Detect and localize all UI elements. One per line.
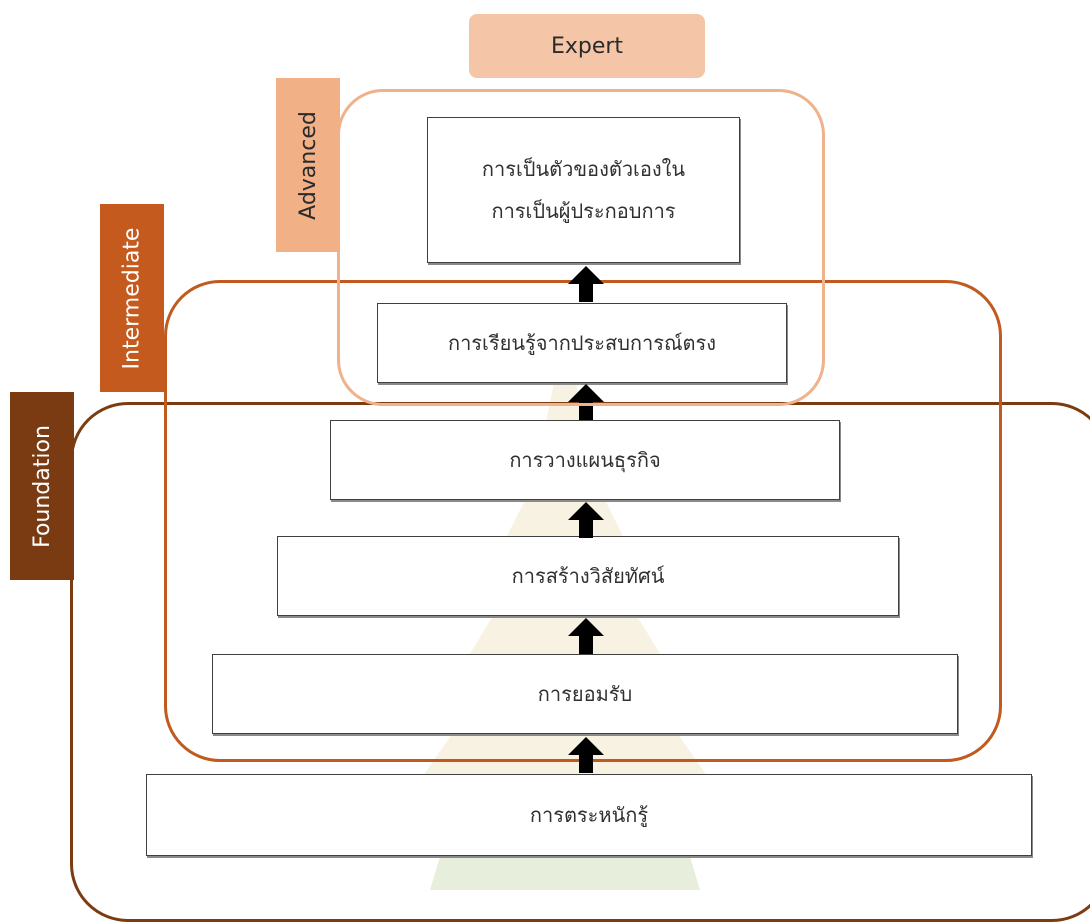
- step-experience-text: การเรียนรู้จากประสบการณ์ตรง: [447, 331, 717, 355]
- level-label-foundation-text: Foundation: [29, 424, 55, 548]
- level-label-expert: Expert: [469, 14, 705, 78]
- step-awareness-box: การตระหนักรู้: [146, 774, 1032, 856]
- step-planning-text: การวางแผนธุรกิจ: [509, 448, 661, 472]
- step-vision-box: การสร้างวิสัยทัศน์: [277, 536, 899, 616]
- step-self-reliance-box: การเป็นตัวของตัวเองใน การเป็นผู้ประกอบกา…: [427, 117, 740, 263]
- step-vision-text: การสร้างวิสัยทัศน์: [511, 564, 665, 588]
- arrow-up-icon: [566, 616, 606, 656]
- step-acceptance-box: การยอมรับ: [212, 654, 958, 734]
- arrow-up-icon: [566, 735, 606, 775]
- step-experience-box: การเรียนรู้จากประสบการณ์ตรง: [377, 303, 787, 383]
- step-awareness-text: การตระหนักรู้: [529, 803, 649, 827]
- level-label-advanced: Advanced: [276, 78, 340, 252]
- step-planning-box: การวางแผนธุรกิจ: [330, 420, 840, 500]
- advanced-frame: [337, 89, 825, 406]
- level-label-expert-text: Expert: [550, 33, 624, 59]
- arrow-up-icon: [566, 382, 606, 422]
- level-label-intermediate-text: Intermediate: [119, 227, 145, 369]
- level-label-intermediate: Intermediate: [100, 204, 164, 392]
- step-self-reliance-text: การเป็นตัวของตัวเองใน การเป็นผู้ประกอบกา…: [481, 157, 686, 223]
- arrow-up-icon: [566, 500, 606, 540]
- arrow-up-icon: [566, 264, 606, 304]
- level-label-foundation: Foundation: [10, 392, 74, 580]
- level-label-advanced-text: Advanced: [295, 110, 321, 220]
- step-acceptance-text: การยอมรับ: [537, 682, 633, 706]
